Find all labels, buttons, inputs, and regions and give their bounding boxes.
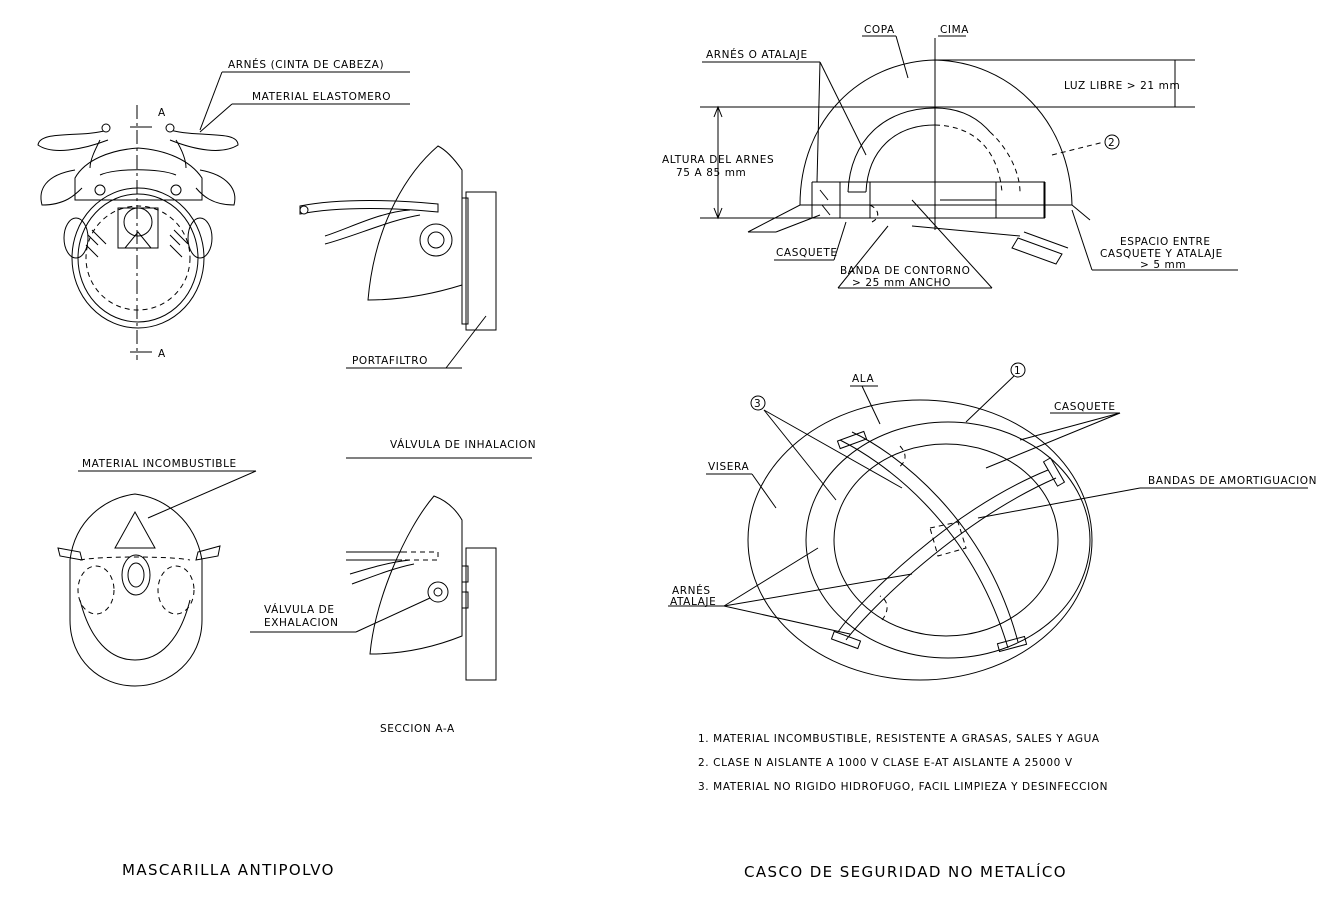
helmet-side-view bbox=[700, 38, 1195, 265]
label-shell-side: CASQUETE bbox=[776, 247, 838, 259]
helmet-top-view bbox=[747, 399, 1093, 681]
callout-3-circle bbox=[750, 395, 766, 411]
label-section-aa: SECCION A-A bbox=[380, 723, 455, 735]
label-brim: ALA bbox=[852, 373, 874, 385]
label-harness-side: ARNÉS O ATALAJE bbox=[706, 48, 808, 61]
label-exhalation-2: EXHALACION bbox=[264, 617, 339, 629]
label-exhalation-1: VÁLVULA DE bbox=[264, 603, 335, 616]
label-band-2: > 25 mm ANCHO bbox=[852, 277, 951, 289]
callout-1-circle bbox=[1010, 362, 1026, 378]
callout-3: 3 bbox=[754, 398, 761, 410]
callout-1: 1 bbox=[1014, 365, 1021, 377]
label-harness-height-2: 75 A 85 mm bbox=[676, 167, 746, 179]
mask-bottom-view bbox=[57, 493, 221, 687]
label-space-1: ESPACIO ENTRE bbox=[1120, 236, 1211, 248]
callout-2: 2 bbox=[1108, 137, 1115, 149]
label-damping-bands: BANDAS DE AMORTIGUACION bbox=[1148, 475, 1317, 487]
section-mark-bottom: A bbox=[158, 348, 166, 360]
label-harness-height-1: ALTURA DEL ARNES bbox=[662, 154, 774, 166]
label-clearance: LUZ LIBRE > 21 mm bbox=[1064, 80, 1180, 92]
label-filter-holder: PORTAFILTRO bbox=[352, 355, 428, 367]
section-mark-top: A bbox=[158, 107, 166, 119]
mask-side-view bbox=[299, 145, 497, 331]
note-2: 2. CLASE N AISLANTE A 1000 V CLASE E-AT … bbox=[698, 757, 1073, 769]
note-1: 1. MATERIAL INCOMBUSTIBLE, RESISTENTE A … bbox=[698, 733, 1100, 745]
label-cup: COPA bbox=[864, 24, 895, 36]
label-incombustible: MATERIAL INCOMBUSTIBLE bbox=[82, 458, 237, 470]
label-elastomer: MATERIAL ELASTOMERO bbox=[252, 91, 391, 103]
mask-section-view bbox=[346, 495, 497, 681]
label-band-1: BANDA DE CONTORNO bbox=[840, 265, 970, 277]
label-inhalation: VÁLVULA DE INHALACION bbox=[390, 438, 536, 451]
label-harness-top-1: ARNÉS bbox=[672, 584, 711, 597]
label-shell-top: CASQUETE bbox=[1054, 401, 1116, 413]
label-top: CIMA bbox=[940, 24, 969, 36]
label-space-3: > 5 mm bbox=[1140, 259, 1186, 271]
label-harness-top-2: ATALAJE bbox=[670, 596, 716, 608]
note-3: 3. MATERIAL NO RIGIDO HIDROFUGO, FACIL L… bbox=[698, 781, 1108, 793]
label-visor: VISERA bbox=[708, 461, 749, 473]
helmet-title: CASCO DE SEGURIDAD NO METALÍCO bbox=[744, 862, 1067, 881]
callout-2-circle bbox=[1104, 134, 1120, 150]
mask-title: MASCARILLA ANTIPOLVO bbox=[122, 861, 335, 879]
label-harness: ARNÉS (CINTA DE CABEZA) bbox=[228, 58, 384, 71]
mask-front-view: A A bbox=[37, 105, 239, 360]
label-space-2: CASQUETE Y ATALAJE bbox=[1100, 248, 1223, 260]
